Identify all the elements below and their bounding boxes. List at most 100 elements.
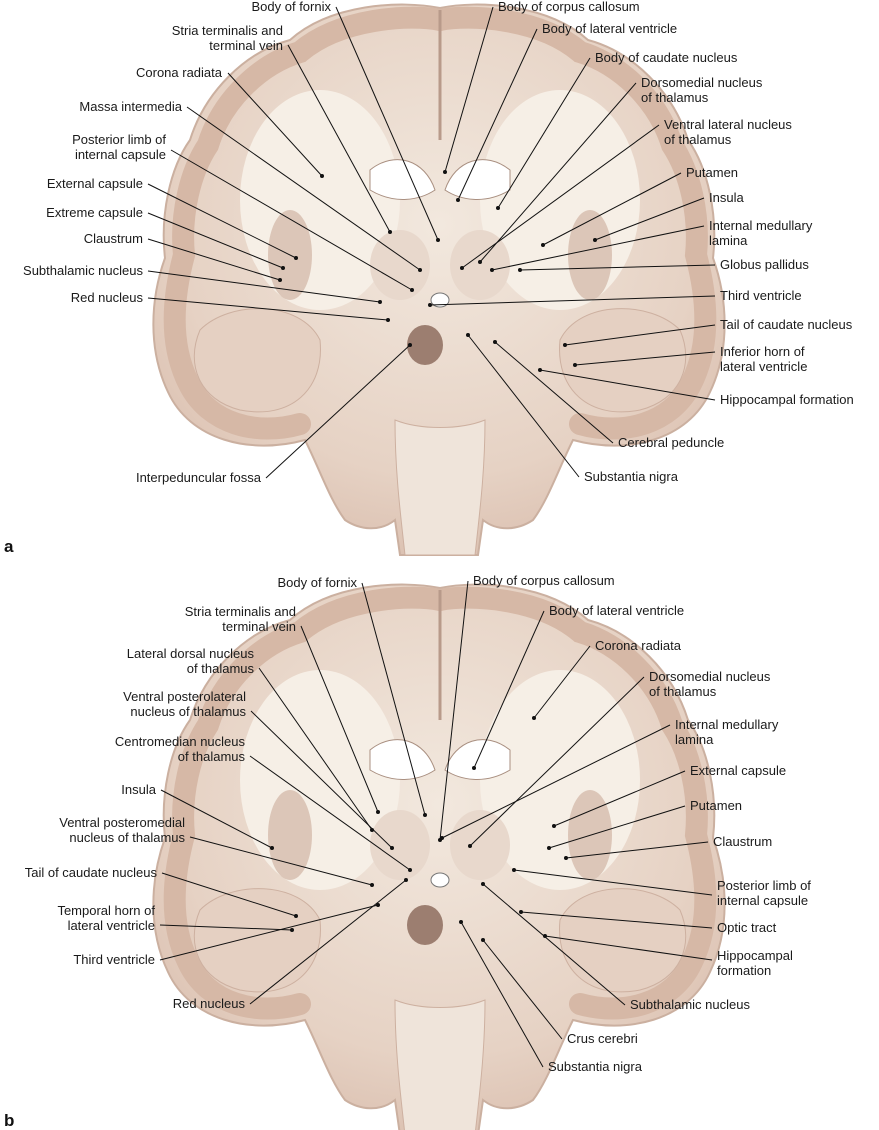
leader-line [258, 667, 373, 831]
leader-line [361, 582, 426, 816]
label-a-corona-radiata: Corona radiata [136, 65, 324, 178]
label-text: Subthalamic nucleus [23, 263, 143, 278]
leader-line [594, 197, 705, 241]
label-text: lateral ventricle [720, 359, 807, 374]
label-text: Hippocampal [717, 948, 793, 963]
label-text: Putamen [690, 798, 742, 813]
label-text: Substantia nigra [584, 469, 679, 484]
label-b-tail-of-caudate-nucleus: Tail of caudate nucleus [25, 865, 298, 918]
label-text: External capsule [47, 176, 143, 191]
label-text: Body of caudate nucleus [595, 50, 738, 65]
label-text: formation [717, 963, 771, 978]
label-text: Internal medullary [709, 218, 813, 233]
label-text: lamina [675, 732, 714, 747]
label-text: Third ventricle [73, 952, 155, 967]
leader-dot [294, 256, 298, 260]
label-text: Extreme capsule [46, 205, 143, 220]
leader-line [548, 805, 686, 849]
label-text: Claustrum [713, 834, 772, 849]
label-text: Optic tract [717, 920, 777, 935]
label-text: Dorsomedial nucleus [649, 669, 771, 684]
label-text: Stria terminalis and [172, 23, 283, 38]
label-text: Massa intermedia [79, 99, 182, 114]
label-text: Tail of caudate nucleus [25, 865, 158, 880]
label-text: of thalamus [664, 132, 732, 147]
leader-dot [278, 278, 282, 282]
label-a-insula: Insula [593, 190, 744, 242]
label-a-putamen: Putamen [541, 165, 738, 247]
leader-line [553, 770, 686, 827]
label-text: Inferior horn of [720, 344, 805, 359]
label-text: Insula [121, 782, 156, 797]
label-b-putamen: Putamen [547, 798, 742, 850]
leader-line [494, 341, 614, 444]
leader-dot [418, 268, 422, 272]
leader-dot [294, 914, 298, 918]
leader-dot [376, 903, 380, 907]
leader-dot [386, 318, 390, 322]
label-b-body-of-fornix: Body of fornix [278, 575, 427, 817]
leader-dot [496, 206, 500, 210]
leader-dot [593, 238, 597, 242]
leader-dot [410, 288, 414, 292]
leader-line [473, 610, 545, 769]
leader-line [147, 212, 284, 269]
label-text: Tail of caudate nucleus [720, 317, 853, 332]
label-text: of thalamus [187, 661, 255, 676]
leader-line [300, 625, 379, 813]
panel-letter-b: b [4, 1111, 14, 1130]
leader-line [461, 124, 660, 269]
label-text: Body of lateral ventricle [549, 603, 684, 618]
leader-line [469, 676, 645, 847]
leader-dot [481, 882, 485, 886]
label-b-optic-tract: Optic tract [519, 910, 777, 935]
leader-dot [541, 243, 545, 247]
leader-dot [538, 368, 542, 372]
leader-dot [490, 268, 494, 272]
leader-line [147, 238, 281, 281]
leader-dot [436, 238, 440, 242]
leader-dot [518, 268, 522, 272]
leader-dot [440, 836, 444, 840]
leader-line [441, 724, 671, 839]
label-b-red-nucleus: Red nucleus [173, 878, 408, 1011]
label-text: Centromedian nucleus [115, 734, 246, 749]
label-text: Crus cerebri [567, 1031, 638, 1046]
label-text: Body of corpus callosum [498, 0, 640, 14]
leader-line [265, 344, 411, 479]
leader-line [160, 789, 273, 849]
label-text: Body of fornix [278, 575, 358, 590]
leader-dot [493, 340, 497, 344]
leader-dot [552, 824, 556, 828]
label-text: Corona radiata [136, 65, 223, 80]
label-text: Corona radiata [595, 638, 682, 653]
label-text: terminal vein [209, 38, 283, 53]
leader-line [533, 645, 591, 719]
label-text: Interpeduncular fossa [136, 470, 262, 485]
leader-line [189, 836, 373, 886]
label-a-hippocampal-formation: Hippocampal formation [538, 368, 854, 407]
leader-line [186, 106, 421, 271]
leader-line [335, 6, 439, 241]
label-text: Posterior limb of [717, 878, 811, 893]
leader-line [287, 44, 391, 233]
leader-line [159, 924, 293, 931]
label-text: Posterior limb of [72, 132, 166, 147]
label-a-claustrum: Claustrum [84, 231, 282, 282]
leader-line [574, 351, 716, 366]
leader-line [565, 841, 709, 859]
label-b-subthalamic-nucleus: Subthalamic nucleus [481, 882, 750, 1012]
leader-line [161, 872, 297, 917]
label-a-external-capsule: External capsule [47, 176, 298, 260]
leader-line [564, 324, 716, 346]
